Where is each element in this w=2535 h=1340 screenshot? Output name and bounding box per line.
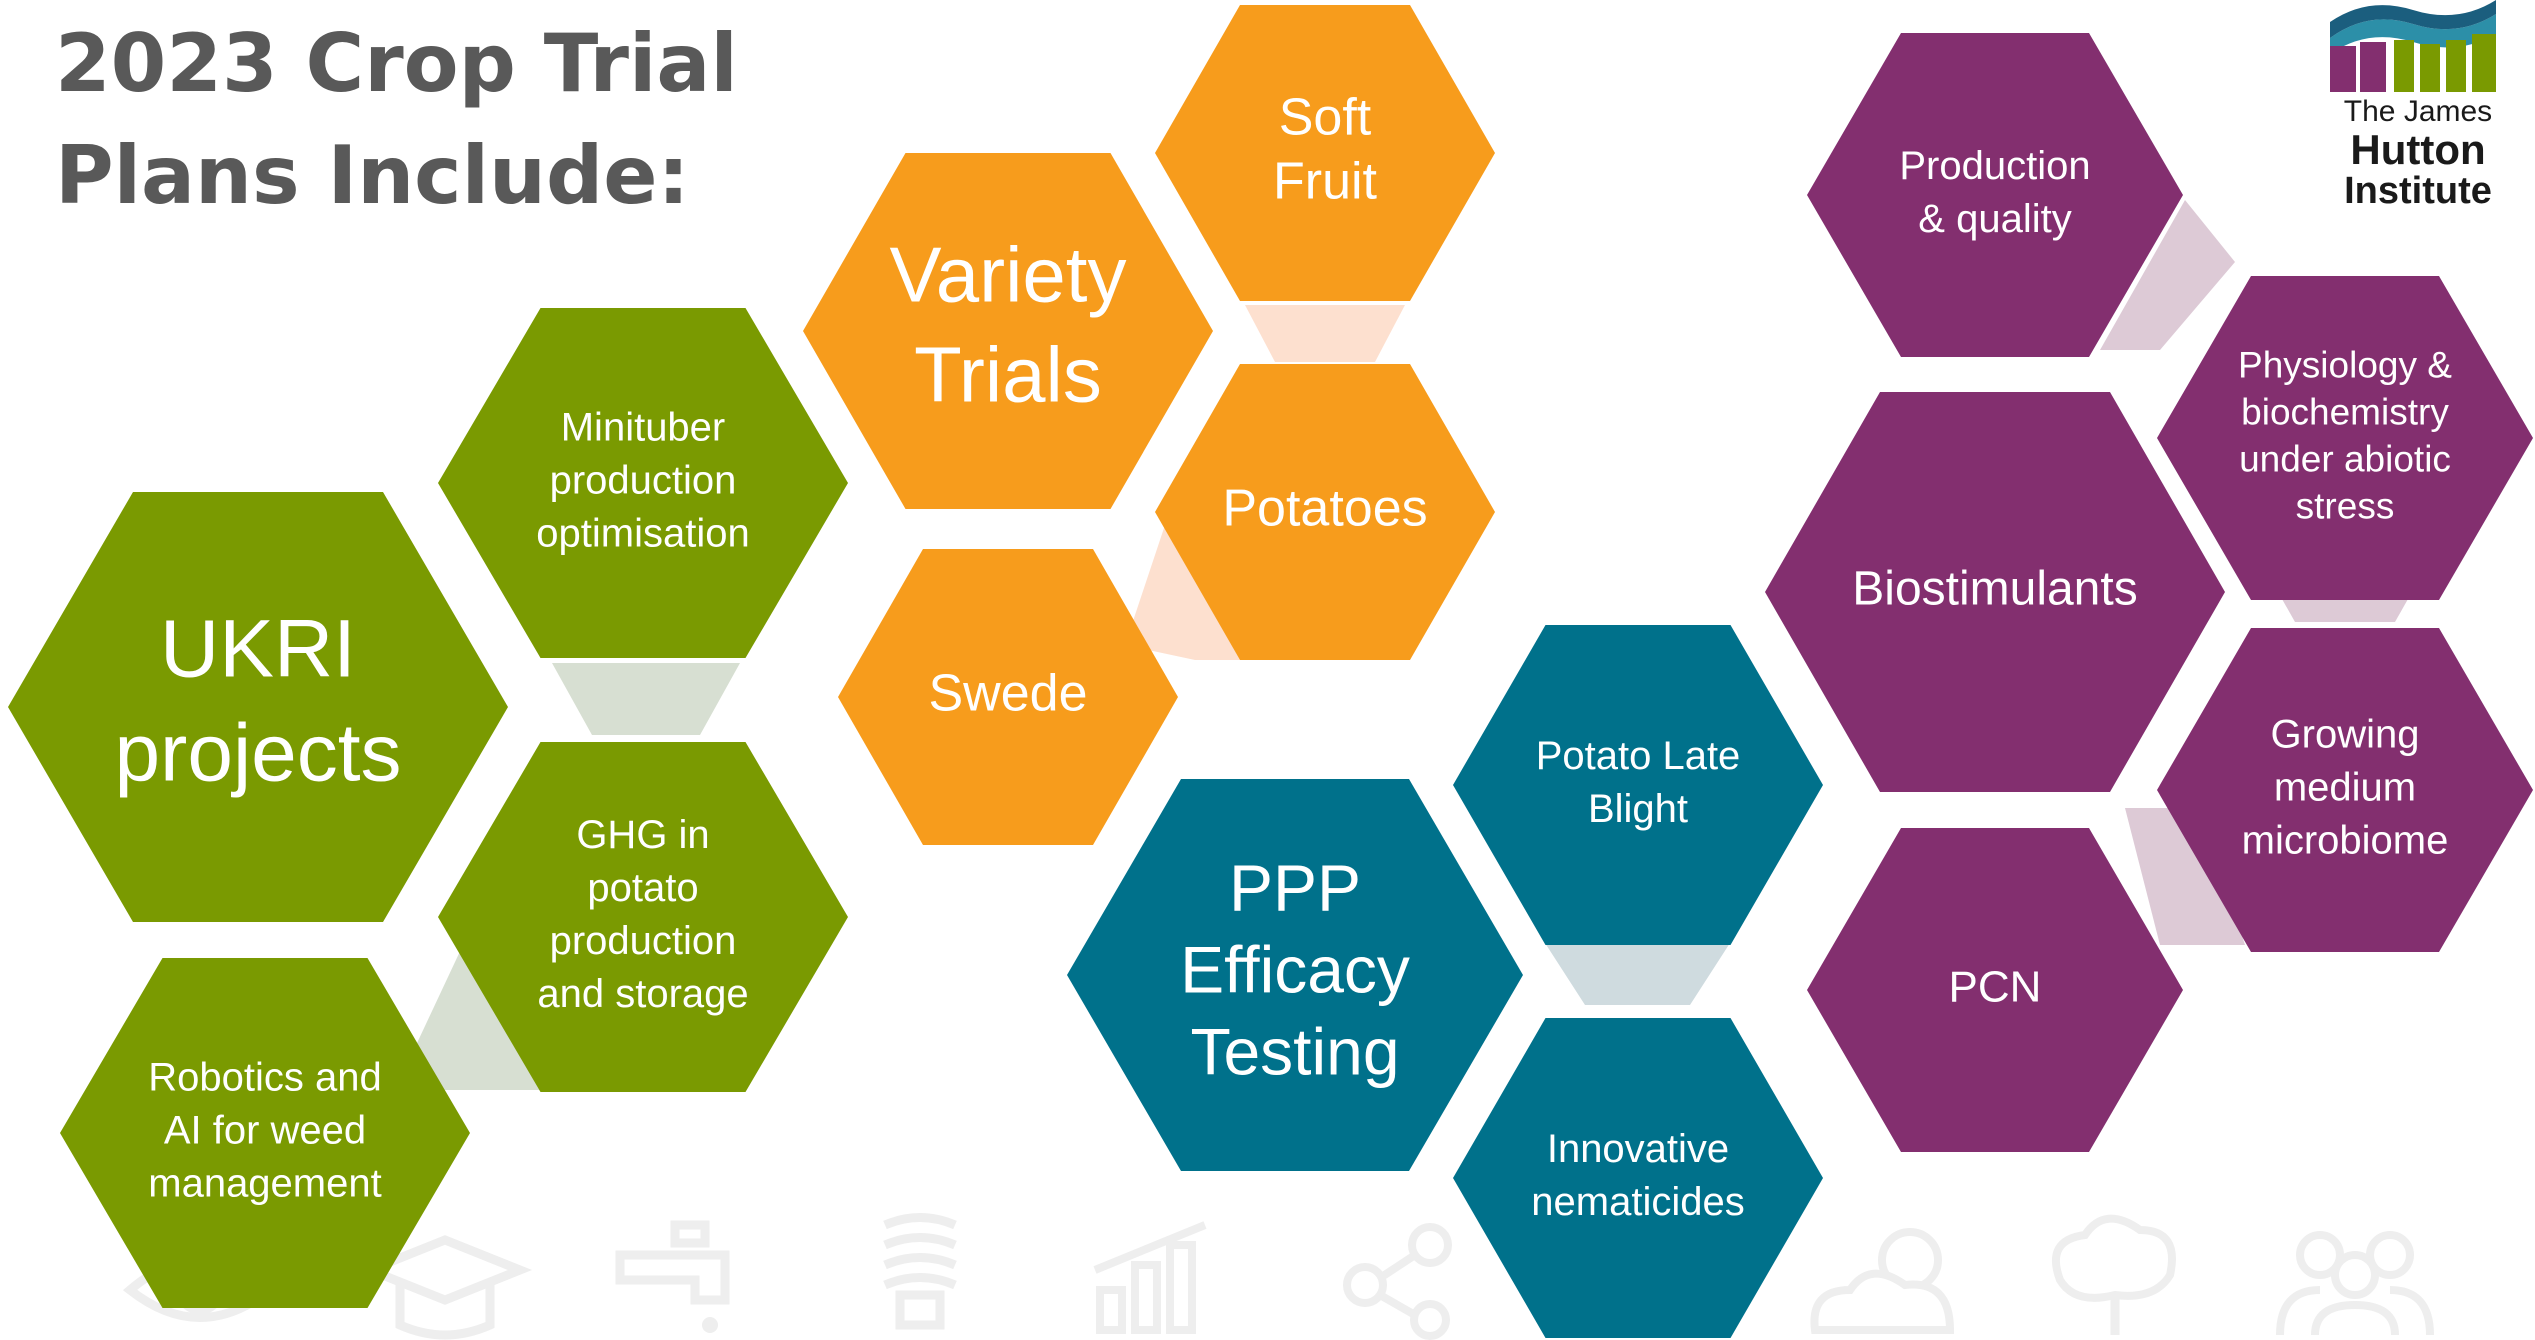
ukri-item-hexagon-1: Minituber production optimisation: [438, 308, 848, 658]
title-line-2: Plans Include:: [55, 129, 690, 222]
biostim-item-hexagon-2: Physiology & biochemistry under abiotic str…: [2157, 276, 2533, 600]
connector-4: [1125, 525, 1240, 660]
ukri-item-hexagon-2: GHG in potato production and storage: [438, 742, 848, 1092]
ppp-item-hexagon-2-label-line: nematicides: [1531, 1180, 1744, 1224]
ppp-main-hexagon-label-line: Efficacy: [1180, 932, 1410, 1006]
james-hutton-institute-logo: The James Hutton Institute: [2318, 0, 2518, 225]
variety-item-hexagon-2: Potatoes: [1155, 364, 1495, 660]
ukri-item-hexagon-1-label-line: Minituber: [561, 406, 726, 450]
ukri-item-hexagon-2-shape: [438, 742, 848, 1092]
ukri-main-hexagon: UKRI projects: [8, 492, 508, 922]
connector-3: [1245, 305, 1405, 362]
ppp-item-hexagon-2: Innovative nematicides: [1453, 1018, 1823, 1338]
ppp-main-hexagon-shape: [1067, 779, 1523, 1171]
ukri-item-hexagon-3-label-line: Robotics and: [148, 1056, 381, 1100]
ukri-item-hexagon-3: Robotics and AI for weed management: [60, 958, 470, 1308]
variety-item-hexagon-2-shape: [1155, 364, 1495, 660]
biostim-item-hexagon-2-label-line: under abiotic: [2239, 438, 2451, 479]
biostim-item-hexagon-1-label-line: & quality: [1918, 197, 2071, 241]
variety-item-hexagon-1-label-line: Soft: [1279, 89, 1372, 147]
ppp-item-hexagon-1-label-line: Potato Late: [1536, 734, 1741, 778]
biostim-item-hexagon-3-shape: [2157, 628, 2533, 952]
biostim-main-hexagon: Biostimulants: [1765, 392, 2225, 792]
biostim-item-hexagon-1: Production & quality: [1807, 33, 2183, 357]
biostim-main-hexagon-label-line: Biostimulants: [1852, 563, 2137, 616]
variety-item-hexagon-3-label-line: Swede: [929, 665, 1088, 723]
variety-item-hexagon-3-shape: [838, 549, 1178, 845]
biostim-item-hexagon-3-label-line: microbiome: [2242, 819, 2449, 863]
ukri-item-hexagon-3-shape: [60, 958, 470, 1308]
biostim-item-hexagon-4-shape: [1807, 828, 2183, 1152]
ukri-item-hexagon-2-label-line: GHG in: [576, 813, 709, 857]
ukri-item-hexagon-1-shape: [438, 308, 848, 658]
logo-line-1: The James: [2343, 95, 2493, 128]
biostim-item-hexagon-2-label-line: Physiology &: [2238, 344, 2452, 385]
biostim-item-hexagon-2-shape: [2157, 276, 2533, 600]
connector-5: [1545, 943, 1730, 1005]
variety-main-hexagon-label-line: Variety: [890, 231, 1127, 319]
biostim-item-hexagon-3-label-line: medium: [2274, 766, 2416, 810]
logo-bars-icon: [2330, 0, 2496, 92]
ukri-item-hexagon-3-label-line: AI for weed: [164, 1109, 366, 1153]
ukri-main-hexagon-shape: [8, 492, 508, 922]
biostim-item-hexagon-4-label-line: PCN: [1949, 963, 2042, 1012]
ukri-main-hexagon-label-line: UKRI: [160, 604, 356, 695]
connector-8: [2125, 808, 2245, 945]
ukri-item-hexagon-1-label-line: production: [550, 459, 737, 503]
logo-line-2: Hutton: [2350, 125, 2486, 173]
connector-1: [552, 663, 740, 735]
ukri-item-hexagon-2-label-line: potato: [587, 866, 698, 910]
logo-line-3: Institute: [2344, 169, 2492, 212]
biostim-main-hexagon-shape: [1765, 392, 2225, 792]
connector-6: [2100, 200, 2235, 350]
ppp-main-hexagon-label-line: PPP: [1229, 850, 1361, 924]
variety-main-hexagon-shape: [803, 153, 1213, 509]
biostim-item-hexagon-3: Growing medium microbiome: [2157, 628, 2533, 952]
ppp-main-hexagon-label-line: Testing: [1190, 1014, 1399, 1088]
ppp-item-hexagon-1-shape: [1453, 625, 1823, 945]
variety-item-hexagon-1-shape: [1155, 5, 1495, 301]
biostim-item-hexagon-3-label-line: Growing: [2271, 713, 2420, 757]
ukri-item-hexagon-1-label-line: optimisation: [536, 512, 749, 556]
variety-main-hexagon-label-line: Trials: [914, 331, 1102, 419]
ukri-item-hexagon-2-label-line: production: [550, 919, 737, 963]
biostim-item-hexagon-1-label-line: Production: [1899, 144, 2090, 188]
biostim-item-hexagon-2-label-line: stress: [2296, 485, 2395, 526]
biostim-item-hexagon-1-shape: [1807, 33, 2183, 357]
variety-item-hexagon-3: Swede: [838, 549, 1178, 845]
biostim-item-hexagon-2-label-line: biochemistry: [2241, 391, 2449, 432]
page-title: 2023 Crop Trial Plans Include:: [55, 8, 738, 232]
title-line-1: 2023 Crop Trial: [55, 17, 738, 110]
variety-item-hexagon-2-label-line: Potatoes: [1222, 480, 1427, 538]
ppp-item-hexagon-1-label-line: Blight: [1588, 787, 1688, 831]
ukri-item-hexagon-3-label-line: management: [148, 1162, 381, 1206]
connector-2: [395, 930, 540, 1090]
biostim-item-hexagon-4: PCN: [1807, 828, 2183, 1152]
ppp-item-hexagon-2-label-line: Innovative: [1547, 1127, 1729, 1171]
variety-item-hexagon-1-label-line: Fruit: [1273, 153, 1378, 211]
ukri-item-hexagon-2-label-line: and storage: [537, 972, 748, 1016]
ppp-item-hexagon-2-shape: [1453, 1018, 1823, 1338]
ukri-main-hexagon-label-line: projects: [114, 708, 401, 799]
